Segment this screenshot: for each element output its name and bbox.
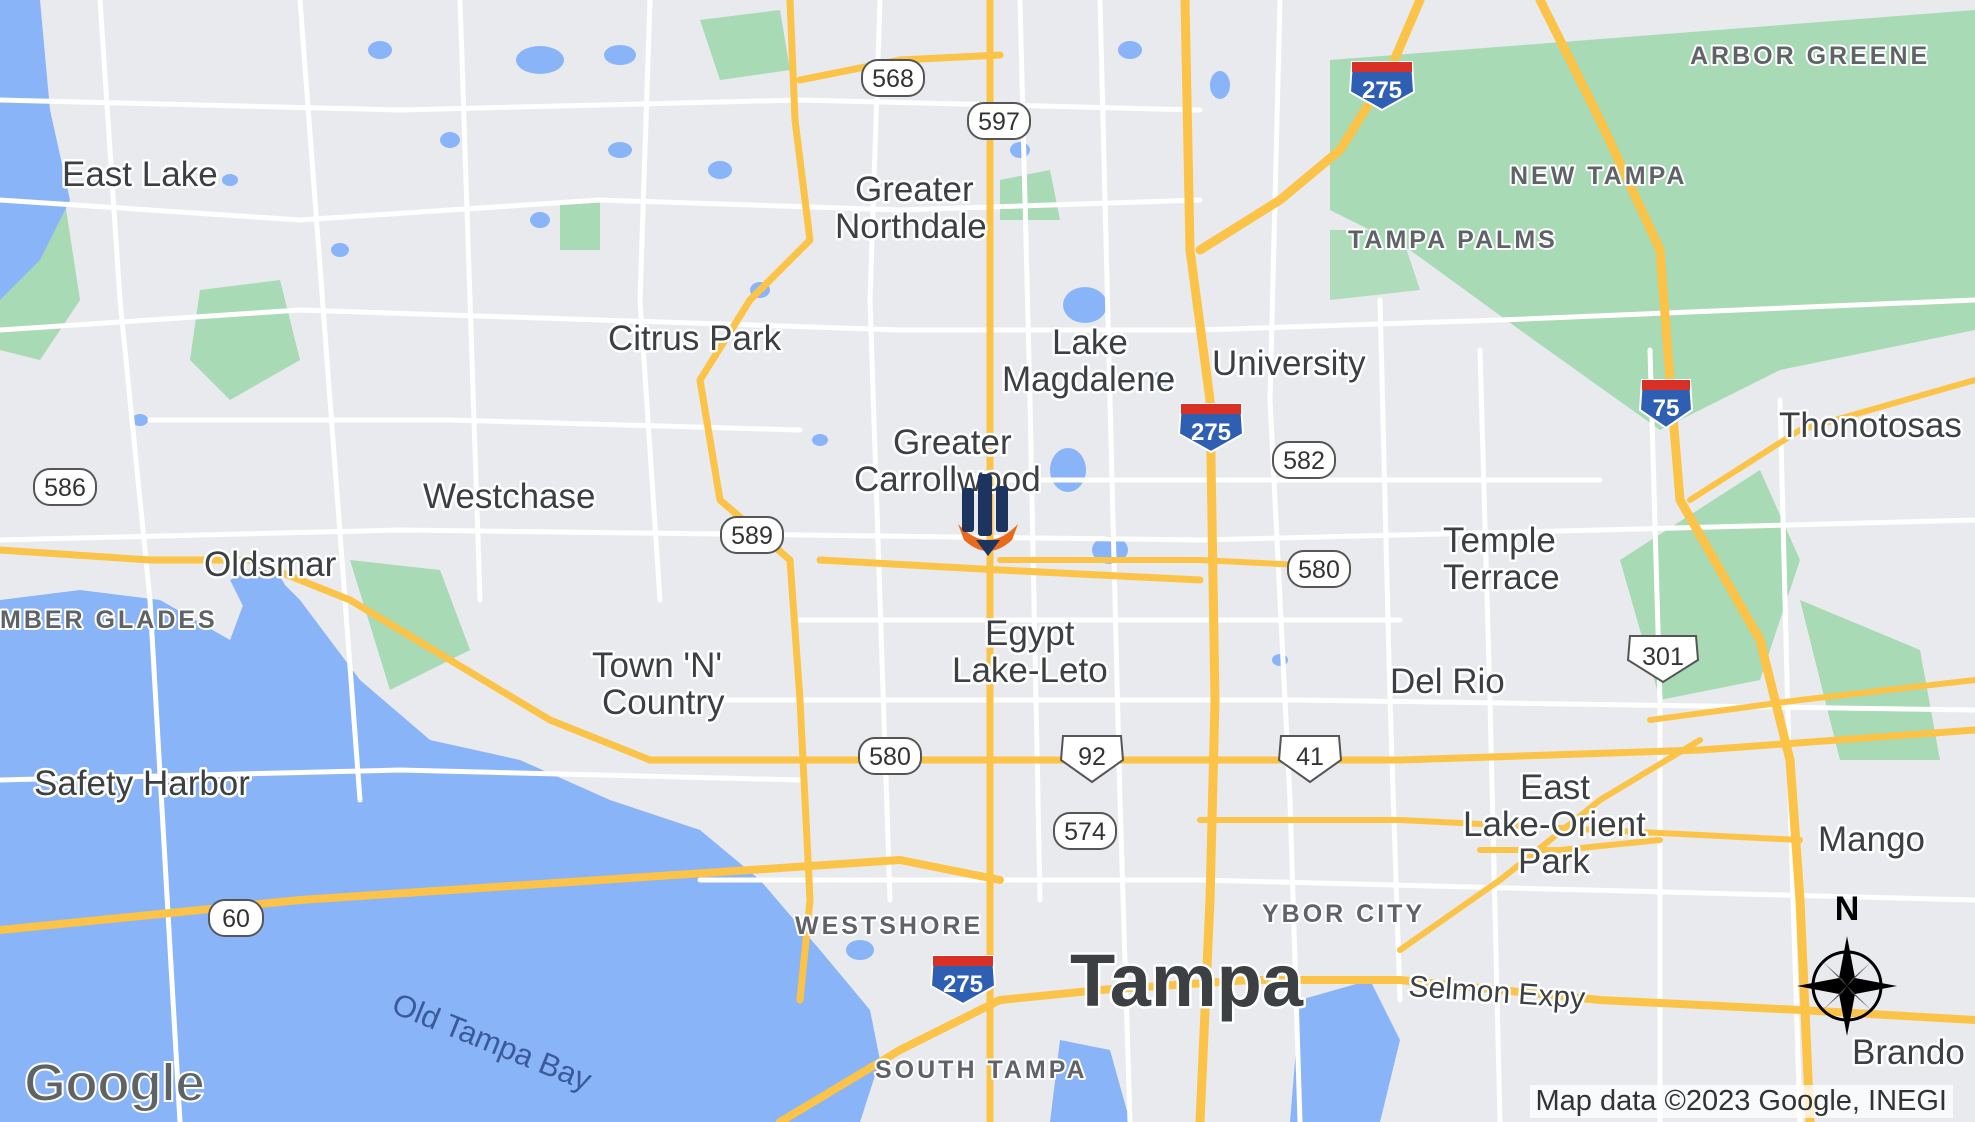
label-lake-magdalene-1: Lake	[1052, 323, 1128, 362]
label-south-tampa: SOUTH TAMPA	[875, 1056, 1088, 1084]
label-east-lake-orient-2: Lake-Orient	[1463, 805, 1646, 844]
label-east-lake-orient-3: Park	[1518, 842, 1590, 881]
shield-i275-central: 275	[1177, 403, 1245, 454]
shield-589: 589	[720, 516, 784, 554]
label-westchase: Westchase	[423, 477, 596, 516]
shield-597: 597	[967, 102, 1031, 140]
google-logo: Google	[23, 1052, 206, 1114]
label-westshore: WESTSHORE	[795, 912, 983, 940]
label-tampa-palms: TAMPA PALMS	[1348, 226, 1558, 254]
svg-text:568: 568	[872, 65, 914, 93]
shield-580-east: 580	[1287, 550, 1351, 588]
svg-text:275: 275	[943, 971, 983, 998]
label-lake-magdalene-2: Magdalene	[1002, 360, 1175, 399]
shield-586: 586	[33, 468, 97, 506]
svg-text:60: 60	[222, 905, 250, 933]
label-greater-carrollwood-2: Carrollwood	[854, 460, 1041, 499]
water-bodies	[0, 0, 1400, 1122]
label-greater-northdale-2: Northdale	[835, 207, 987, 246]
route-shields: 568 597 586 589 582 580 580 574	[33, 59, 1700, 1006]
label-safety-harbor: Safety Harbor	[34, 764, 250, 803]
neighborhood-labels: ARBOR GREENE NEW TAMPA TAMPA PALMS MBER …	[0, 40, 1930, 1086]
shield-i275-south: 275	[929, 955, 997, 1006]
label-town-country-2: Country	[602, 683, 725, 722]
shield-582: 582	[1272, 441, 1336, 479]
shield-580-west: 580	[858, 737, 922, 775]
map-attribution[interactable]: Map data ©2023 Google, INEGI	[1529, 1085, 1953, 1118]
label-thonotosassa: Thonotosas	[1779, 406, 1962, 445]
label-east-lake-orient-1: East	[1520, 768, 1590, 807]
label-egypt-lake-2: Lake-Leto	[952, 651, 1108, 690]
svg-text:580: 580	[869, 743, 911, 771]
label-oldsmar: Oldsmar	[204, 545, 337, 584]
svg-text:92: 92	[1078, 743, 1106, 771]
label-new-tampa: NEW TAMPA	[1510, 162, 1687, 190]
shield-568: 568	[861, 59, 925, 97]
location-marker[interactable]	[958, 474, 1018, 556]
compass-star-icon	[1797, 936, 1897, 1036]
shield-574: 574	[1053, 812, 1117, 850]
svg-text:589: 589	[731, 522, 773, 550]
label-egypt-lake-1: Egypt	[985, 614, 1075, 653]
label-temple-terrace-2: Terrace	[1443, 558, 1560, 597]
shield-us41: 41	[1277, 735, 1343, 784]
svg-text:41: 41	[1296, 743, 1324, 771]
label-brandon: Brando	[1852, 1033, 1965, 1072]
label-temple-terrace-1: Temple	[1443, 521, 1556, 560]
label-greater-carrollwood-1: Greater	[893, 423, 1012, 462]
svg-text:582: 582	[1283, 447, 1325, 475]
label-ybor-city: YBOR CITY	[1262, 900, 1425, 928]
label-arbor-greene: ARBOR GREENE	[1690, 42, 1930, 70]
label-citrus-park: Citrus Park	[608, 319, 782, 358]
label-del-rio: Del Rio	[1390, 662, 1505, 701]
svg-text:597: 597	[978, 108, 1020, 136]
svg-text:75: 75	[1653, 395, 1680, 422]
label-east-lake: East Lake	[62, 155, 218, 194]
shield-i75: 75	[1638, 379, 1694, 430]
svg-text:275: 275	[1191, 419, 1231, 446]
svg-text:275: 275	[1362, 77, 1402, 104]
shield-60: 60	[208, 899, 264, 937]
label-mango: Mango	[1818, 820, 1925, 859]
label-university: University	[1212, 344, 1366, 383]
svg-text:586: 586	[44, 474, 86, 502]
compass-rose: N	[1797, 882, 1897, 1042]
svg-text:301: 301	[1642, 643, 1684, 671]
label-tampa: Tampa	[1070, 939, 1304, 1022]
shield-i275-north: 275	[1348, 61, 1416, 112]
label-town-country-1: Town 'N'	[592, 646, 722, 685]
label-timber-glades: MBER GLADES	[0, 606, 218, 634]
compass-north-label: N	[1835, 890, 1860, 928]
shield-us301: 301	[1626, 635, 1700, 684]
label-greater-northdale-1: Greater	[855, 170, 974, 209]
svg-text:574: 574	[1064, 818, 1106, 846]
shield-us92: 92	[1059, 735, 1125, 784]
svg-text:580: 580	[1298, 556, 1340, 584]
